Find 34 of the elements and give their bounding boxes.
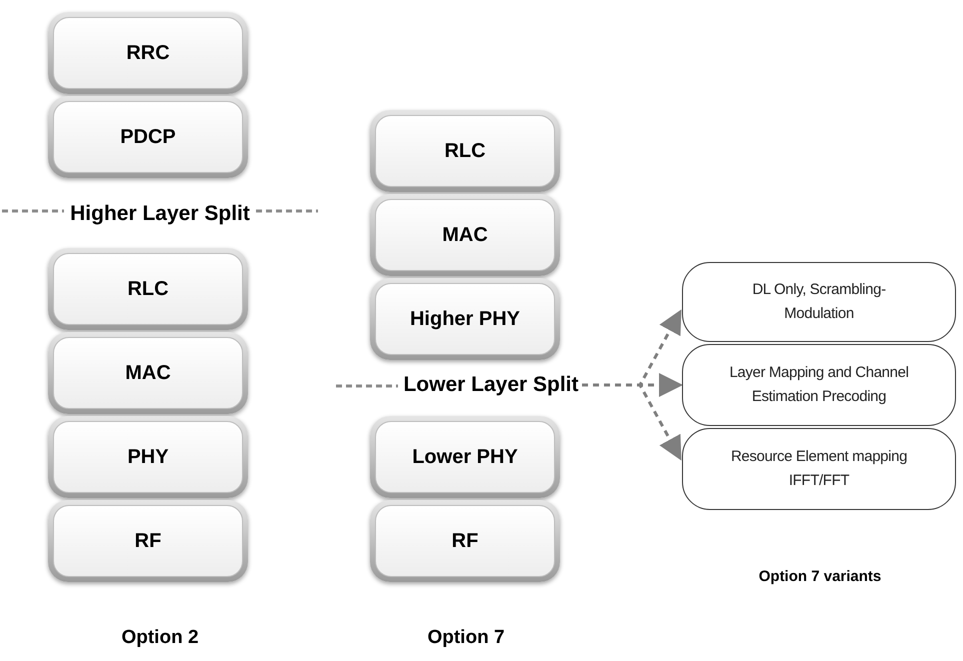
- layer-name: RF: [134, 529, 162, 554]
- layer-box: [48, 332, 248, 414]
- layer-name: Lower PHY: [412, 445, 518, 470]
- caption-label: Option 7 variants: [758, 567, 882, 587]
- layer-box: [370, 110, 560, 192]
- layer-box: [48, 12, 248, 94]
- layer-name: RLC: [444, 139, 486, 164]
- caption-label: Option 7: [426, 626, 506, 650]
- layer-name: PHY: [127, 445, 169, 470]
- layer-name: RLC: [127, 277, 169, 302]
- layer-box: [370, 278, 560, 360]
- layer-name: MAC: [125, 361, 171, 386]
- layer-name: MAC: [442, 223, 488, 248]
- layer-box: [370, 194, 560, 276]
- dashed-arrow: [582, 384, 682, 461]
- variant-box: [682, 428, 956, 510]
- layer-box: [48, 500, 248, 582]
- layer-box: [48, 96, 248, 178]
- variant-box: [682, 344, 956, 426]
- variant-text: Resource Element mapping IFFT/FFT: [730, 447, 908, 491]
- split-label: Lower Layer Split: [403, 372, 579, 398]
- layer-box: [48, 248, 248, 330]
- split-label: Higher Layer Split: [69, 201, 251, 227]
- layer-name: Higher PHY: [410, 307, 520, 332]
- layer-name: RRC: [126, 41, 170, 66]
- caption-label: Option 2: [120, 626, 200, 650]
- layer-box: [370, 416, 560, 498]
- variant-box: [682, 262, 956, 342]
- layer-name: PDCP: [120, 125, 176, 150]
- layer-name: RF: [452, 529, 478, 554]
- variant-text: Layer Mapping and Channel Estimation Precoding: [728, 363, 910, 407]
- layer-box: [48, 416, 248, 498]
- layer-box: [370, 500, 560, 582]
- variant-text: DL Only, Scrambling-Modulation: [751, 280, 887, 324]
